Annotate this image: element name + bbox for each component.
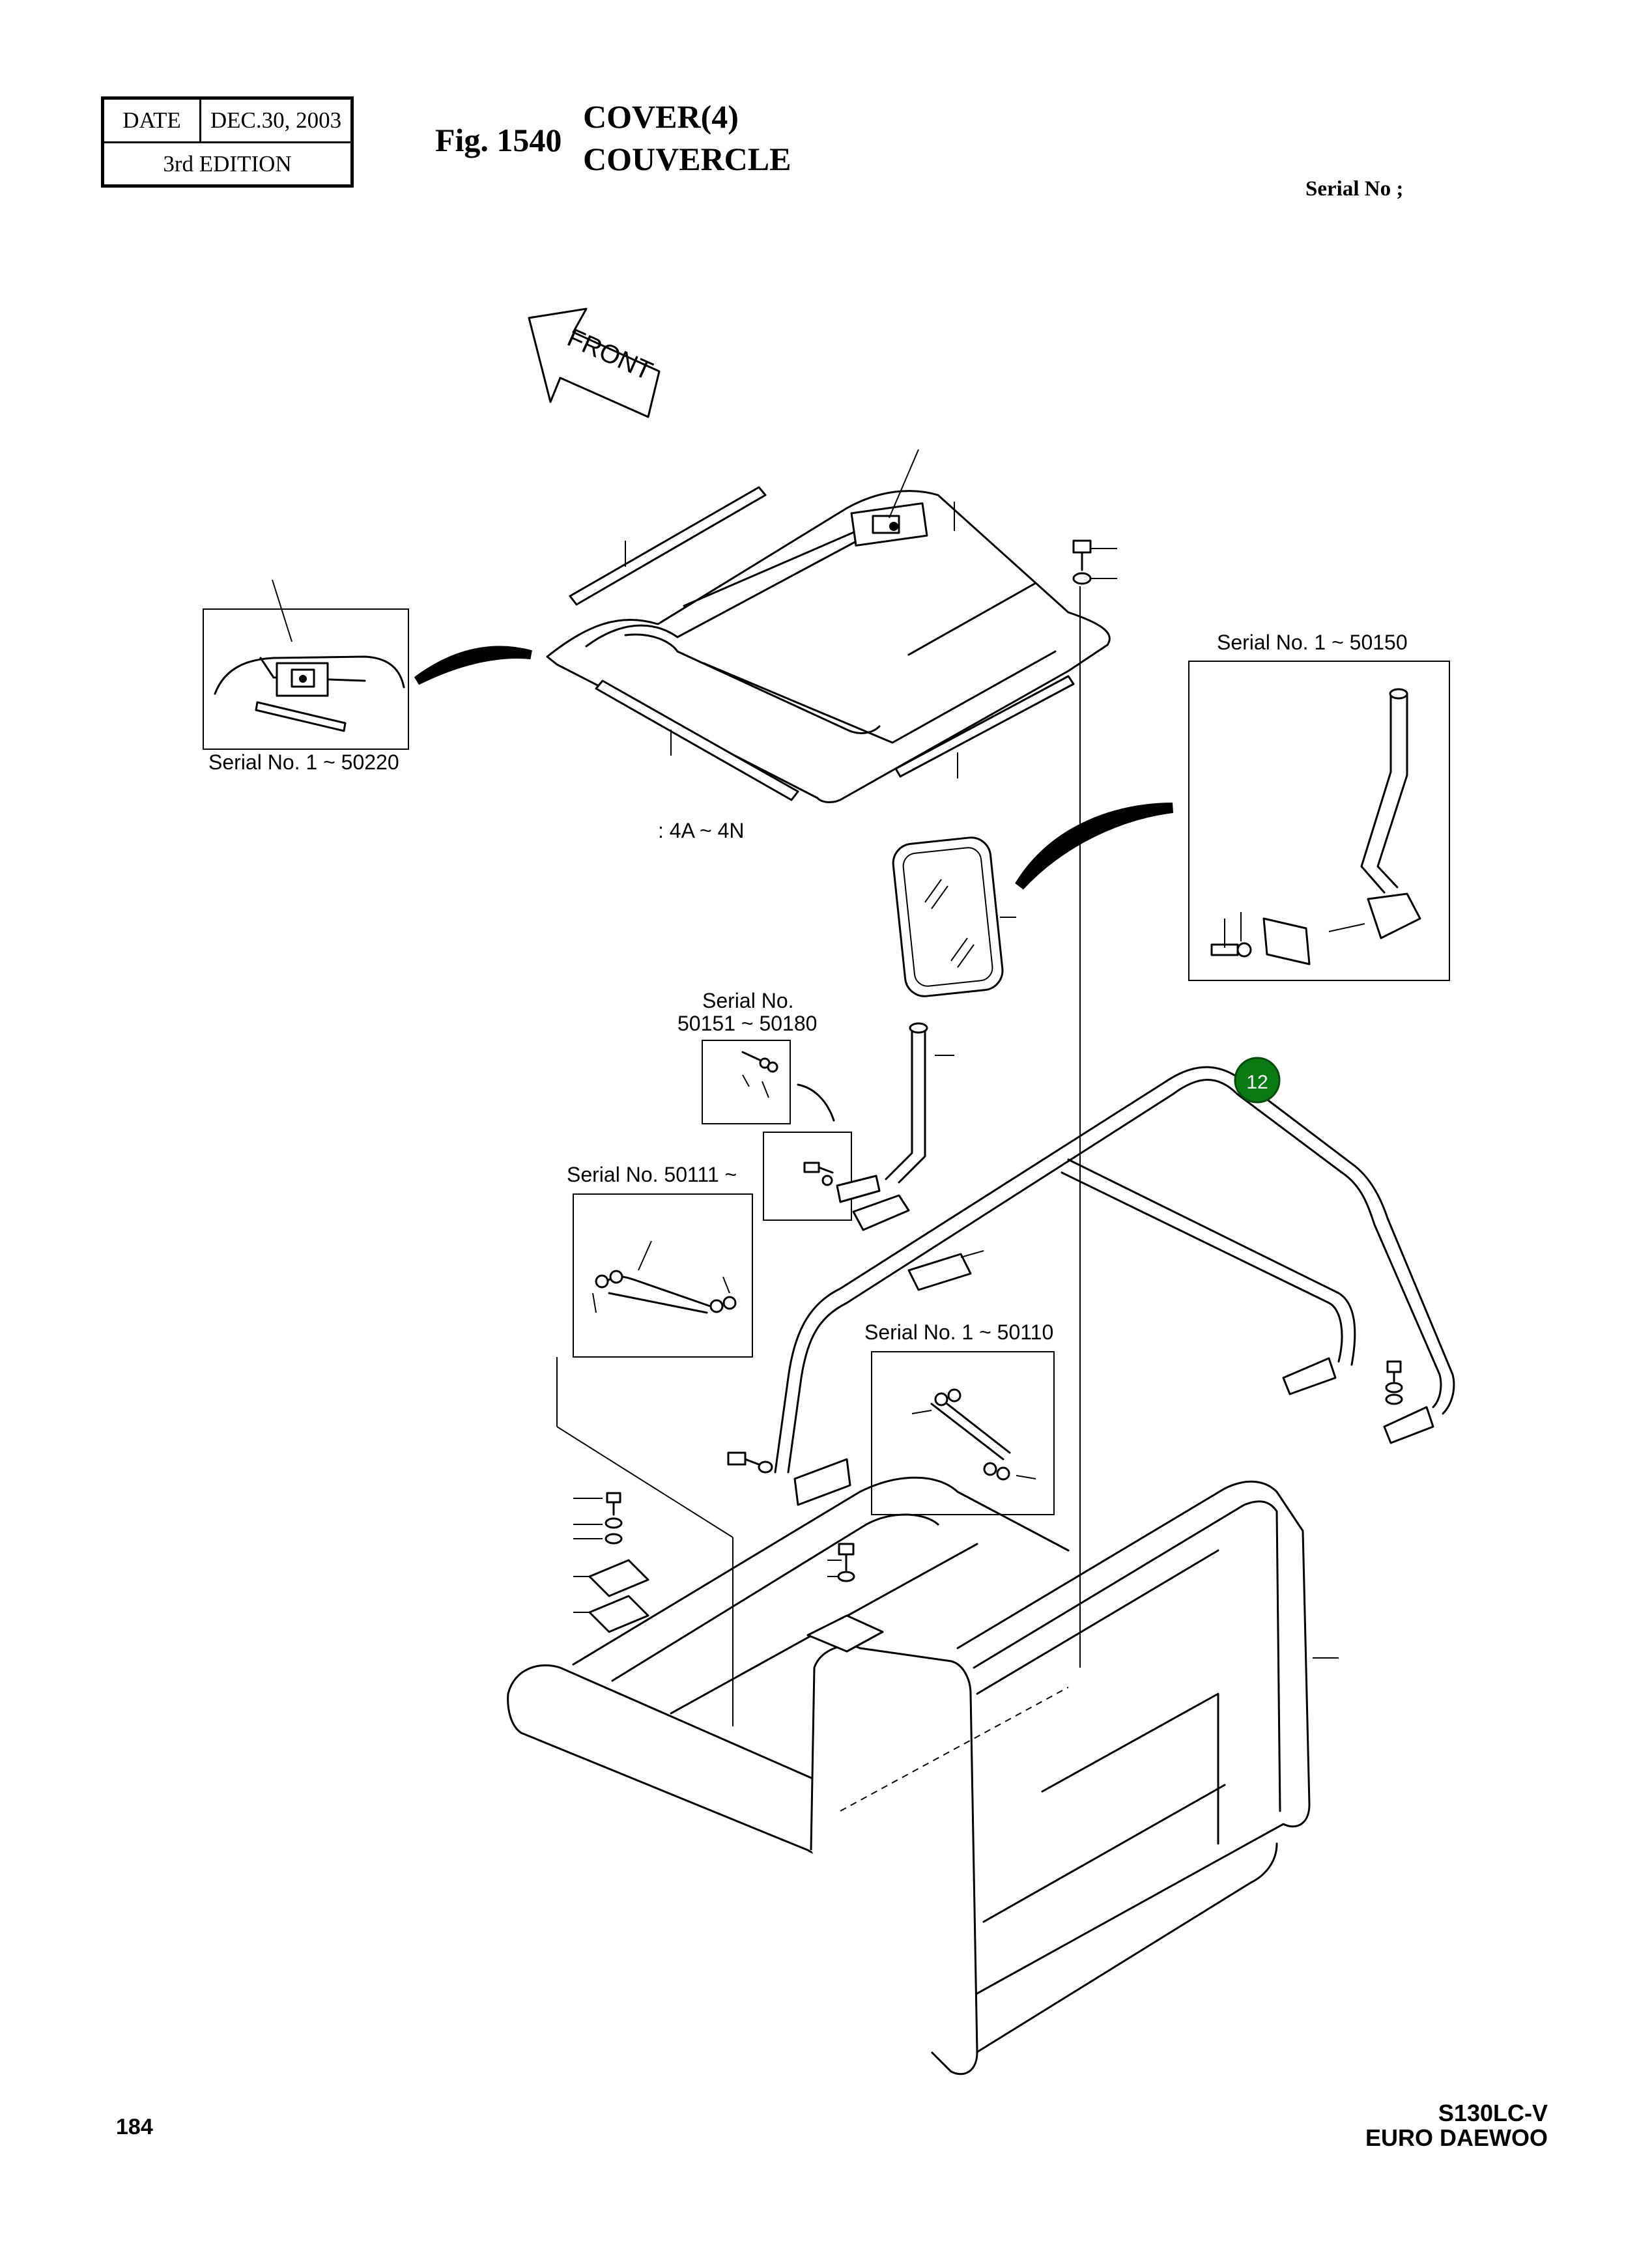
hinge-hardware-stack bbox=[556, 1357, 733, 1726]
model-line-1: S130LC-V bbox=[1438, 2100, 1548, 2126]
front-arrow: FRONT bbox=[528, 307, 661, 418]
mirror bbox=[892, 803, 1173, 997]
date-value: DEC.30, 2003 bbox=[210, 107, 342, 133]
callout-spring-serial-old: Serial No. 1 ~ 50110 bbox=[864, 1320, 1054, 1344]
spring-detail-box-old bbox=[871, 1351, 1055, 1515]
callout-cover-range: : 4A ~ 4N bbox=[658, 819, 745, 842]
model-line-2: EURO DAEWOO bbox=[1365, 2124, 1548, 2151]
edition-label: 3rd EDITION bbox=[163, 151, 292, 177]
callout-bracket-serial-line1: Serial No. bbox=[702, 989, 794, 1012]
title-english: COVER(4) bbox=[583, 98, 739, 135]
model-name: S130LC-V EURO DAEWOO bbox=[1365, 2101, 1548, 2150]
title-french: COUVERCLE bbox=[583, 141, 791, 177]
latch-detail-box bbox=[203, 579, 532, 750]
bracket-detail-box bbox=[702, 1040, 835, 1124]
callout-spring-serial-new: Serial No. 50111 ~ bbox=[567, 1163, 737, 1186]
callout-bracket-serial-line2: 50151 ~ 50180 bbox=[677, 1012, 818, 1035]
date-label: DATE bbox=[104, 100, 201, 141]
serial-number-header: Serial No ; bbox=[1305, 177, 1404, 201]
handrail bbox=[727, 1066, 1455, 1506]
engine-cover bbox=[546, 449, 1111, 803]
page-number: 184 bbox=[116, 2115, 153, 2139]
mirror-stay bbox=[763, 1022, 984, 1291]
spring-detail-box-new bbox=[573, 1193, 753, 1358]
cover-bolt bbox=[1072, 539, 1117, 585]
figure-number: Fig. 1540 bbox=[435, 122, 562, 158]
callout-mirror-stay-serial: Serial No. 1 ~ 50150 bbox=[1217, 631, 1408, 654]
frame-structure bbox=[507, 1476, 1339, 2076]
date-box: DATE DEC.30, 2003 3rd EDITION bbox=[101, 96, 354, 188]
callout-latch-serial: Serial No. 1 ~ 50220 bbox=[208, 750, 399, 774]
part-marker-label: 12 bbox=[1246, 1072, 1268, 1093]
mirror-stay-detail-box bbox=[1188, 661, 1450, 981]
date-row: DATE DEC.30, 2003 bbox=[104, 100, 350, 143]
part-marker-12: 12 bbox=[1234, 1057, 1281, 1104]
